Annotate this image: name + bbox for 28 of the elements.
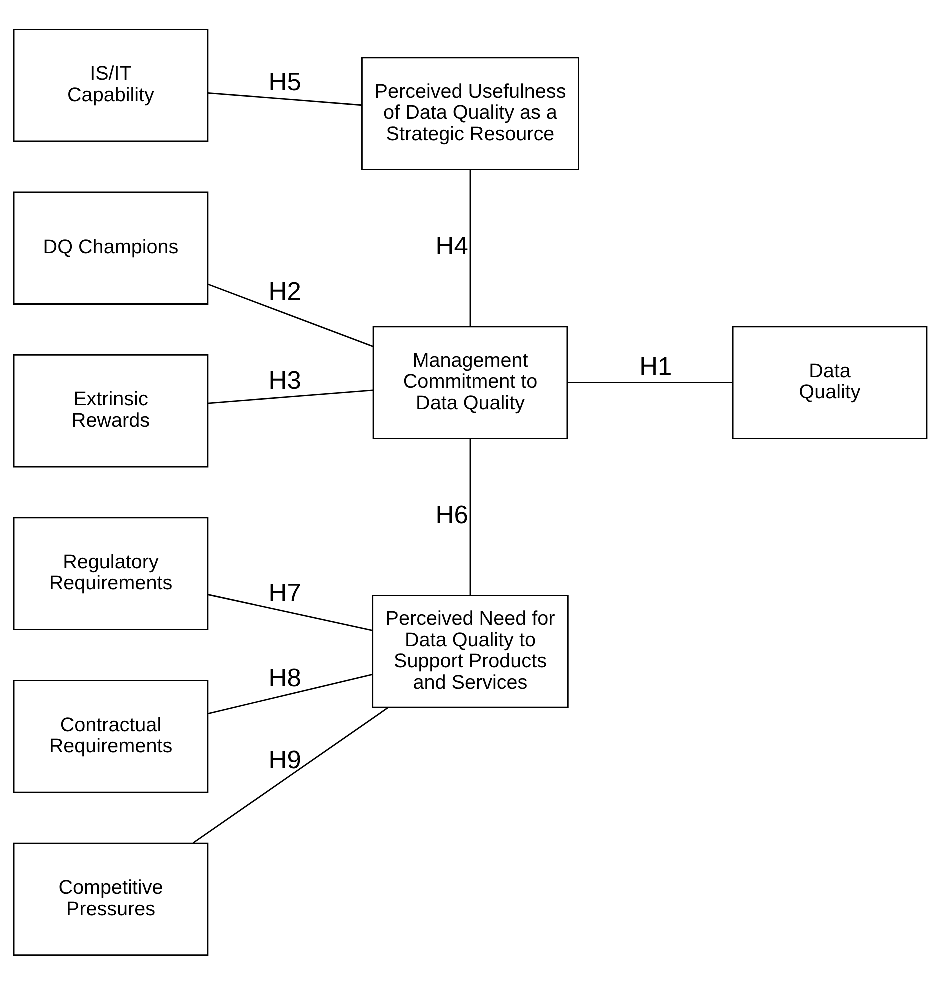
- connector: [192, 706, 389, 844]
- edge-label: H2: [268, 277, 302, 306]
- node-box: IS/IT Capability: [13, 28, 209, 142]
- edge-label: H3: [268, 366, 302, 395]
- edge-label: H9: [268, 746, 302, 774]
- node-box: DQ Champions: [13, 191, 209, 304]
- node-box: Contractual Requirements: [13, 680, 209, 793]
- node-box: Perceived Need for Data Quality to Support Products and Services: [372, 594, 569, 708]
- edge-label: H7: [268, 578, 302, 607]
- connector: [208, 283, 374, 347]
- connector: [208, 674, 373, 714]
- connector: [208, 389, 374, 404]
- edge-label: H5: [268, 68, 302, 96]
- edge-label: H8: [268, 664, 302, 692]
- node-box: Competitive Pressures: [13, 842, 209, 956]
- connector: [208, 92, 362, 106]
- node-box: Management Commitment to Data Quality: [372, 326, 568, 439]
- node-box: Regulatory Requirements: [13, 516, 209, 630]
- connector: [470, 170, 472, 326]
- node-box: Perceived Usefulness of Data Quality as a Strategic Resource: [362, 56, 580, 170]
- edge-label: H6: [436, 500, 468, 529]
- connector: [208, 594, 373, 631]
- node-box: Extrinsic Rewards: [13, 354, 209, 468]
- node-box: Data Quality: [732, 326, 928, 439]
- connector: [470, 438, 472, 595]
- connector: [568, 382, 733, 384]
- edge-label: H1: [640, 352, 672, 380]
- edge-label: H4: [436, 232, 468, 260]
